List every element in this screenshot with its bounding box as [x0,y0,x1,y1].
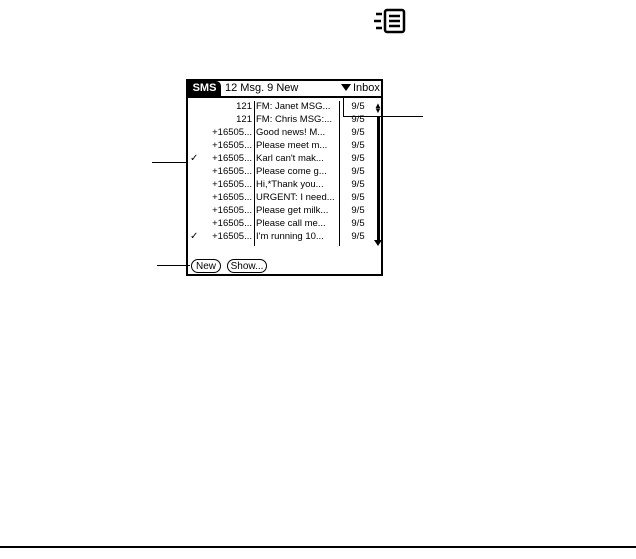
message-sender: +16505... [212,205,252,216]
scroll-down-icon[interactable] [374,240,382,246]
message-row[interactable]: ✓ +16505... Karl can't mak... 9/5 [188,153,383,164]
message-row[interactable]: ✓ +16505... I'm running 10... 9/5 [188,231,383,242]
note-list-icon [374,8,406,34]
message-row[interactable]: +16505... URGENT: I need... 9/5 [188,192,383,203]
message-date: 9/5 [351,205,365,216]
callout-line [343,116,423,117]
app-title-tab[interactable]: SMS [188,81,221,96]
message-row[interactable]: 121 FM: Chris MSG:... 9/5 [188,114,383,125]
title-divider [188,96,381,98]
message-date: 9/5 [351,218,365,229]
message-subject: FM: Janet MSG... [256,101,331,112]
message-subject: Please meet m... [256,140,328,151]
message-sender: +16505... [212,153,252,164]
sms-screen: SMS 12 Msg. 9 New Inbox 121 FM: Janet MSG… [186,79,383,276]
message-date: 9/5 [351,153,365,164]
message-subject: Good news! M... [256,127,326,138]
message-subject: Please come g... [256,166,327,177]
callout-line [157,265,190,266]
message-date: 9/5 [351,127,365,138]
message-row[interactable]: +16505... Good news! M... 9/5 [188,127,383,138]
message-row[interactable]: 121 FM: Janet MSG... 9/5 [188,101,383,112]
message-date: 9/5 [351,140,365,151]
message-subject: Hi,*Thank you... [256,179,324,190]
show-button[interactable]: Show... [227,259,267,273]
callout-line [343,96,344,116]
message-subject: URGENT: I need... [256,192,335,203]
callout-line [152,162,188,163]
message-sender: +16505... [212,140,252,151]
message-row[interactable]: +16505... Please come g... 9/5 [188,166,383,177]
message-sender: 121 [236,101,252,112]
message-sender: +16505... [212,231,252,242]
message-row[interactable]: +16505... Please get milk... 9/5 [188,205,383,216]
read-check-icon: ✓ [190,153,199,164]
message-date: 9/5 [351,179,365,190]
message-date: 9/5 [351,231,365,242]
page-divider [0,546,636,548]
message-subject: Please get milk... [256,205,329,216]
column-divider [254,101,255,246]
message-row[interactable]: +16505... Hi,*Thank you... 9/5 [188,179,383,190]
message-sender: +16505... [212,166,252,177]
message-summary: 12 Msg. 9 New [225,82,299,94]
message-subject: I'm running 10... [256,231,324,242]
read-check-icon: ✓ [190,231,199,242]
message-sender: 121 [236,114,252,125]
new-button[interactable]: New [191,259,221,273]
column-divider [339,101,340,246]
scroll-up-icon[interactable]: ▲▼ [374,101,382,115]
message-subject: FM: Chris MSG:... [256,114,332,125]
message-date: 9/5 [351,101,365,112]
message-sender: +16505... [212,192,252,203]
title-bar: SMS 12 Msg. 9 New Inbox [188,81,381,96]
message-date: 9/5 [351,114,365,125]
message-sender: +16505... [212,127,252,138]
folder-dropdown-arrow-icon[interactable] [341,84,351,91]
message-row[interactable]: +16505... Please call me... 9/5 [188,218,383,229]
message-subject: Karl can't mak... [256,153,324,164]
message-date: 9/5 [351,192,365,203]
message-row[interactable]: +16505... Please meet m... 9/5 [188,140,383,151]
message-subject: Please call me... [256,218,326,229]
scroll-track[interactable] [377,116,380,241]
message-sender: +16505... [212,218,252,229]
message-sender: +16505... [212,179,252,190]
scrollbar[interactable]: ▲▼ [374,101,382,248]
folder-selector[interactable]: Inbox [353,82,380,94]
message-date: 9/5 [351,166,365,177]
